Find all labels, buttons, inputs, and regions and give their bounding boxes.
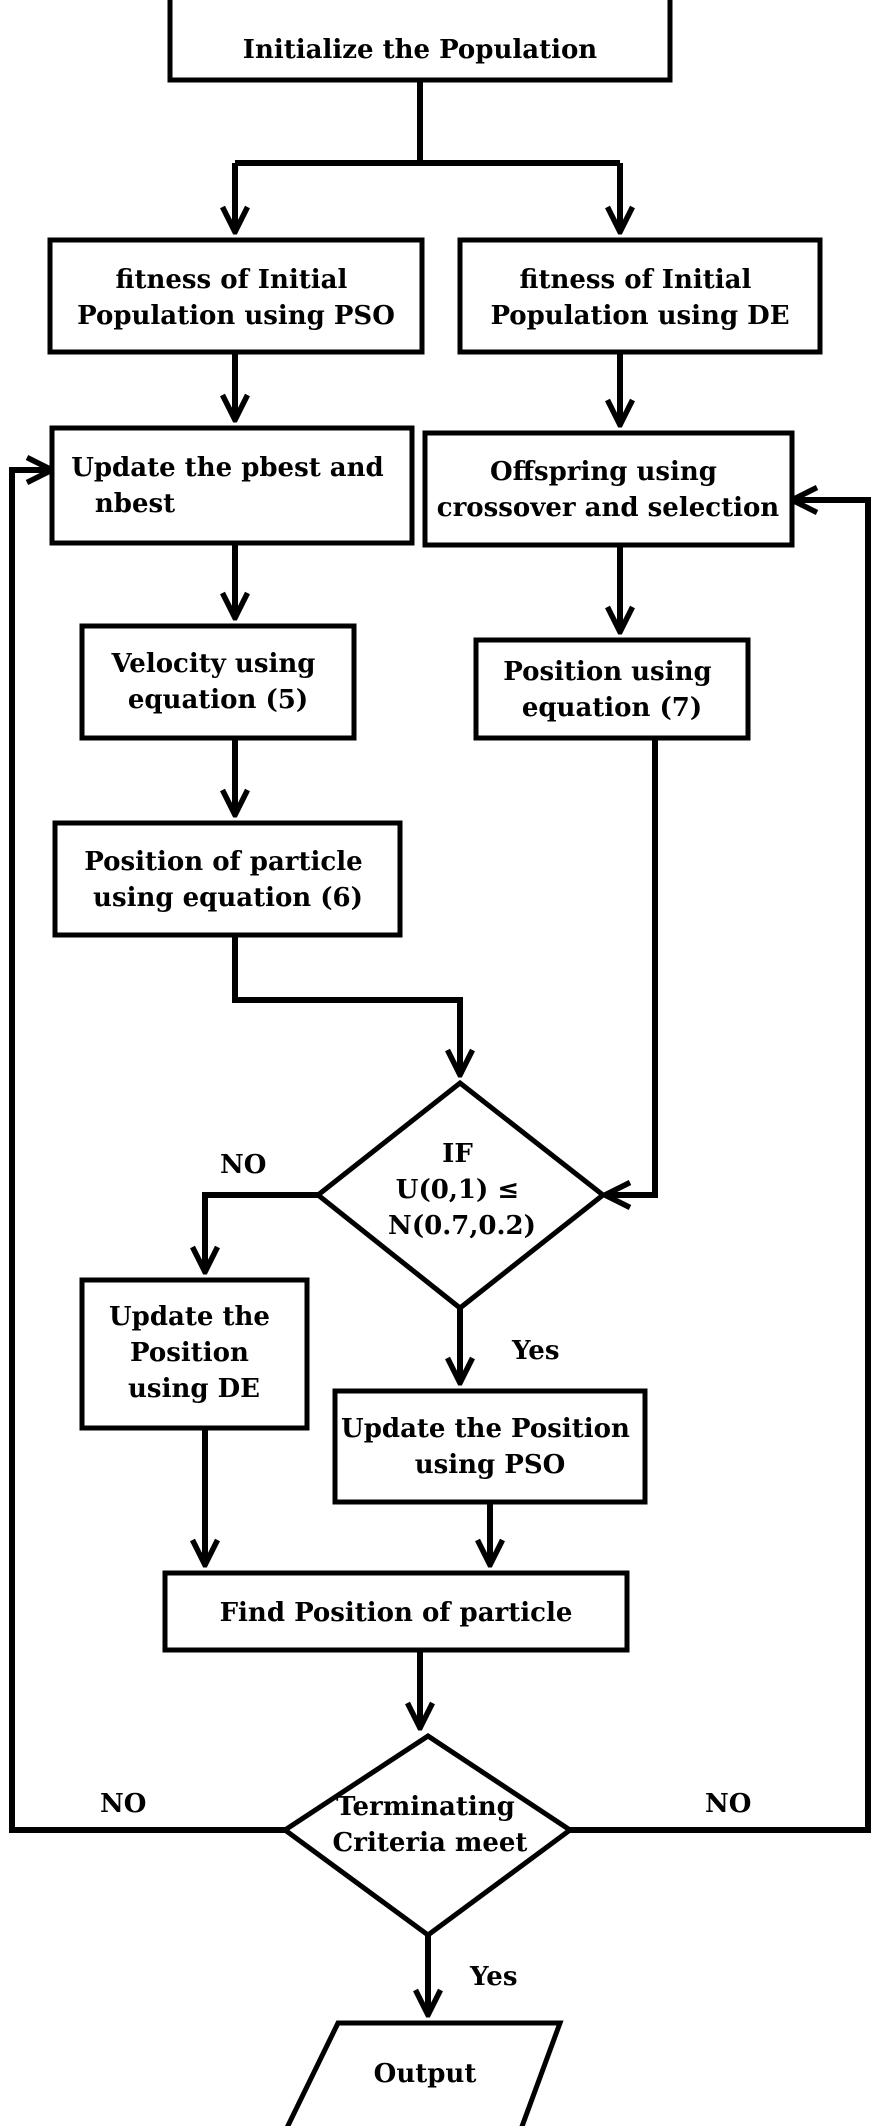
svg-text:Update the Position: Update the Position using DE — [109, 1302, 279, 1404]
node-find-position: Find Position of particle — [162, 1570, 630, 1653]
svg-text:fitness of Initial Popul: fitness of Initial Population using DE — [490, 265, 789, 331]
svg-text:IF U(0,1) ≤ N(0.7,: IF U(0,1) ≤ N(0.7,0.2) — [388, 1139, 536, 1241]
node-update-pbest-line-1: Update the pbest and — [71, 453, 384, 483]
decision-no-arrow — [205, 1192, 318, 1272]
init-to-split — [235, 80, 620, 166]
terminating-no-right-loop — [570, 500, 871, 1833]
position-to-decision-arrow — [232, 935, 460, 1075]
node-decision-if-line-3: N(0.7,0.2) — [388, 1211, 536, 1241]
node-offspring-line-2: crossover and selection — [437, 493, 780, 523]
node-fitness-pso-line-1: fitness of Initial — [116, 265, 348, 295]
node-offspring: Offspring using crossover and selection — [422, 430, 795, 548]
node-update-pbest: Update the pbest and nbest — [49, 425, 415, 546]
node-update-de-line-2: Position — [130, 1338, 249, 1368]
node-decision-if-line-1: IF — [442, 1139, 473, 1169]
svg-text:fitness of Initial Popul: fitness of Initial Population using PSO — [77, 265, 395, 331]
node-init-label: Initialize the Population — [243, 35, 598, 65]
node-velocity-line-1: Velocity using — [111, 649, 316, 679]
node-terminating-line-1: Terminating — [336, 1792, 515, 1822]
node-output: Output — [285, 2020, 564, 2126]
svg-text:Velocity using equation: Velocity using equation (5) — [111, 649, 325, 715]
node-position-particle-line-1: Position of particle — [84, 847, 362, 877]
node-update-de-line-3: using DE — [128, 1374, 260, 1404]
node-update-de: Update the Position using DE — [79, 1277, 310, 1431]
node-output-label: Output — [374, 2059, 477, 2089]
node-terminating-line-2: Criteria meet — [333, 1828, 528, 1858]
node-fitness-pso-line-2: Population using PSO — [77, 301, 395, 331]
terminating-no-left-loop — [9, 470, 285, 1833]
terminating-no-right-label: NO — [705, 1789, 751, 1819]
svg-text:Terminating Criteria mee: Terminating Criteria meet — [333, 1792, 528, 1858]
node-update-de-line-1: Update the — [109, 1302, 270, 1332]
node-position-de: Position using equation (7) — [473, 637, 751, 741]
node-update-pso-line-1: Update the Position — [341, 1414, 630, 1444]
node-position-de-line-2: equation (7) — [522, 693, 702, 723]
svg-text:Update the Position usin: Update the Position using PSO — [341, 1414, 639, 1480]
connectors — [9, 80, 871, 2015]
node-decision-if-line-2: U(0,1) ≤ — [396, 1175, 519, 1205]
node-velocity-line-2: equation (5) — [128, 685, 308, 715]
decision-no-label: NO — [220, 1150, 266, 1180]
node-offspring-line-1: Offspring using — [490, 457, 717, 487]
node-fitness-de: fitness of Initial Population using DE — [457, 237, 823, 355]
node-position-particle: Position of particle using equation (6) — [52, 820, 403, 938]
edge-labels: NO Yes NO NO Yes — [100, 1150, 751, 1992]
svg-text:Position using equation: Position using equation (7) — [503, 657, 720, 723]
node-update-pbest-line-2: nbest — [95, 489, 175, 519]
position-de-to-decision-arrow — [605, 738, 658, 1195]
terminating-yes-label: Yes — [469, 1962, 517, 1992]
node-fitness-de-line-2: Population using DE — [490, 301, 789, 331]
svg-text:Position of particle usi: Position of particle using equation (6) — [84, 847, 371, 913]
svg-text:Offspring using crossove: Offspring using crossover and selection — [437, 457, 780, 523]
node-terminating: Terminating Criteria meet — [280, 1733, 575, 1939]
node-position-de-line-1: Position using — [503, 657, 711, 687]
node-decision-if: IF U(0,1) ≤ N(0.7,0.2) — [313, 1079, 608, 1312]
node-find-position-label: Find Position of particle — [220, 1598, 573, 1628]
svg-text:Update the pbest and nbe: Update the pbest and nbest — [71, 453, 393, 519]
node-update-pso: Update the Position using PSO — [332, 1388, 648, 1505]
node-position-particle-line-2: using equation (6) — [93, 883, 363, 913]
node-fitness-de-line-1: fitness of Initial — [520, 265, 752, 295]
node-fitness-pso: fitness of Initial Population using PSO — [47, 237, 425, 355]
node-update-pso-line-2: using PSO — [415, 1450, 566, 1480]
node-velocity: Velocity using equation (5) — [79, 623, 357, 741]
decision-yes-label: Yes — [511, 1336, 559, 1366]
terminating-no-left-label: NO — [100, 1789, 146, 1819]
node-init: Initialize the Population — [167, 0, 673, 83]
